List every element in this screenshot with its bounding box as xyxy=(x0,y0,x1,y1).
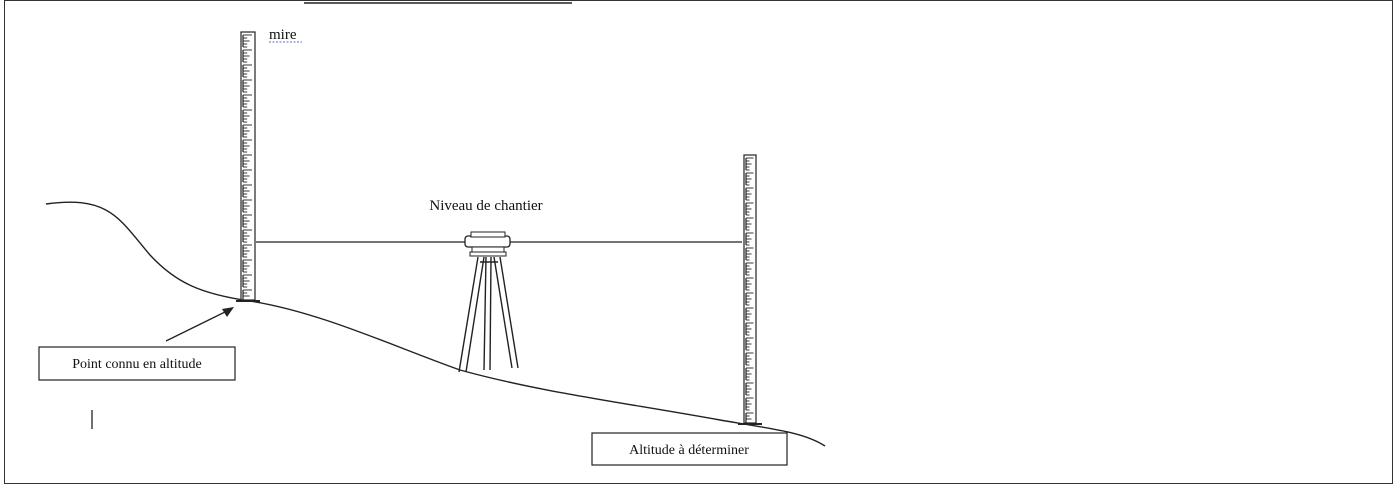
unknown-point-box xyxy=(591,432,788,466)
left-rod-graduations xyxy=(242,34,252,300)
right-leveling-rod xyxy=(738,154,762,425)
rod-label: mire xyxy=(269,27,297,43)
level-label: Niveau de chantier xyxy=(429,198,542,214)
known-point-box xyxy=(38,346,236,381)
known-point-arrow xyxy=(165,307,234,342)
right-rod-graduations xyxy=(745,157,754,423)
known-point-label: Point connu en altitude xyxy=(72,357,201,372)
unknown-point-label: Altitude à déterminer xyxy=(629,443,749,458)
level-instrument xyxy=(464,231,511,257)
left-leveling-rod xyxy=(236,31,260,302)
tripod xyxy=(458,256,519,373)
terrain-line xyxy=(45,201,826,447)
